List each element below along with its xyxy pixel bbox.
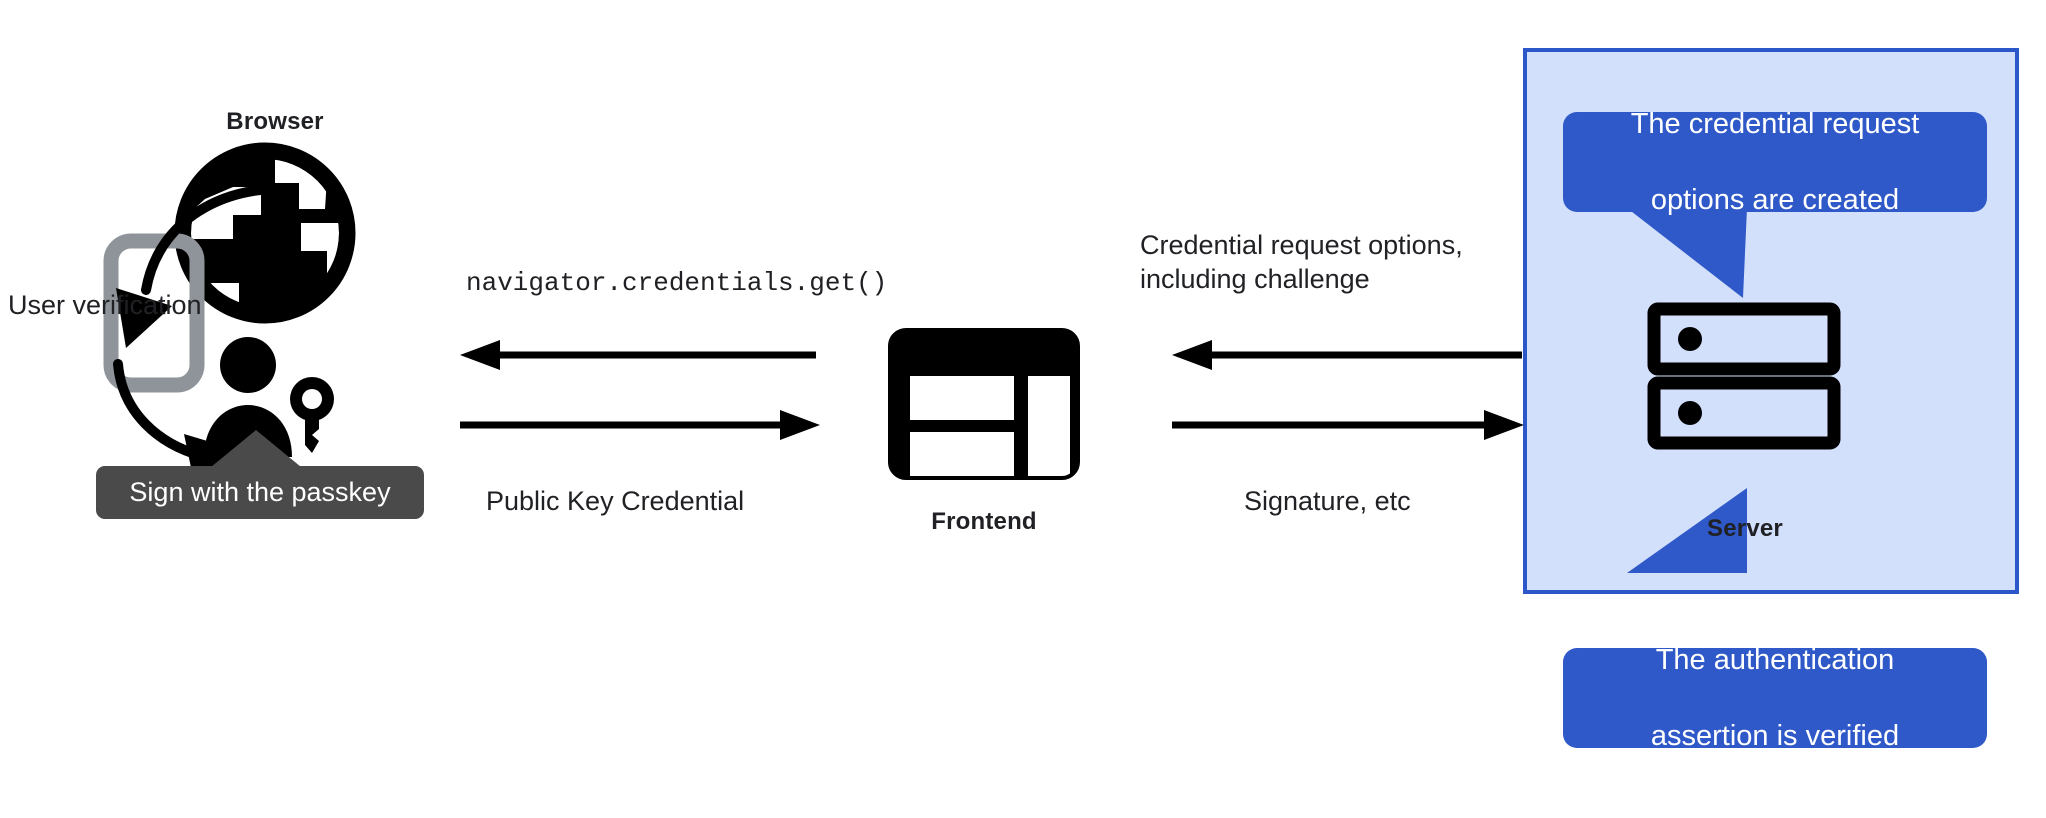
callout-assertion-verified-line2: assertion is verified xyxy=(1650,720,1900,752)
smartphone-icon xyxy=(103,233,205,393)
callout-assertion-verified-line1: The authentication xyxy=(1655,644,1895,676)
signature-etc-label: Signature, etc xyxy=(1244,486,1411,516)
callout-sign-with-passkey-text: Sign with the passkey xyxy=(129,477,391,507)
navigator-get-label: navigator.credentials.get() xyxy=(466,268,888,298)
passkey-callout-tail xyxy=(200,430,312,476)
arrow-frontend-to-server xyxy=(1172,410,1524,440)
public-key-credential-label: Public Key Credential xyxy=(486,486,745,516)
server-label: Server xyxy=(1707,515,1783,542)
browser-label: Browser xyxy=(226,108,324,135)
user-verification-label: User verification xyxy=(8,290,202,320)
server-rack-icon xyxy=(1647,302,1841,450)
credential-request-options-label: Credential request options, including ch… xyxy=(1140,230,1463,294)
callout-tail-options-created xyxy=(1627,208,1747,298)
callout-tail-assertion-verified xyxy=(1627,488,1747,573)
arrow-browser-to-frontend xyxy=(460,410,820,440)
globe-icon xyxy=(174,142,356,324)
callout-sign-with-passkey: Sign with the passkey xyxy=(96,466,424,519)
frontend-label: Frontend xyxy=(931,508,1037,535)
arrow-server-to-frontend xyxy=(1172,340,1522,370)
arrow-frontend-to-browser xyxy=(460,340,816,370)
web-layout-icon xyxy=(888,328,1080,480)
arrow-browser-to-phone xyxy=(116,184,295,348)
person-with-key-icon xyxy=(204,337,334,457)
callout-options-created-line1: The credential request xyxy=(1630,108,1920,140)
callout-options-created-line2: options are created xyxy=(1650,184,1900,216)
callout-assertion-verified: The authentication assertion is verified xyxy=(1563,644,1987,752)
callout-options-created: The credential request options are creat… xyxy=(1563,108,1987,216)
